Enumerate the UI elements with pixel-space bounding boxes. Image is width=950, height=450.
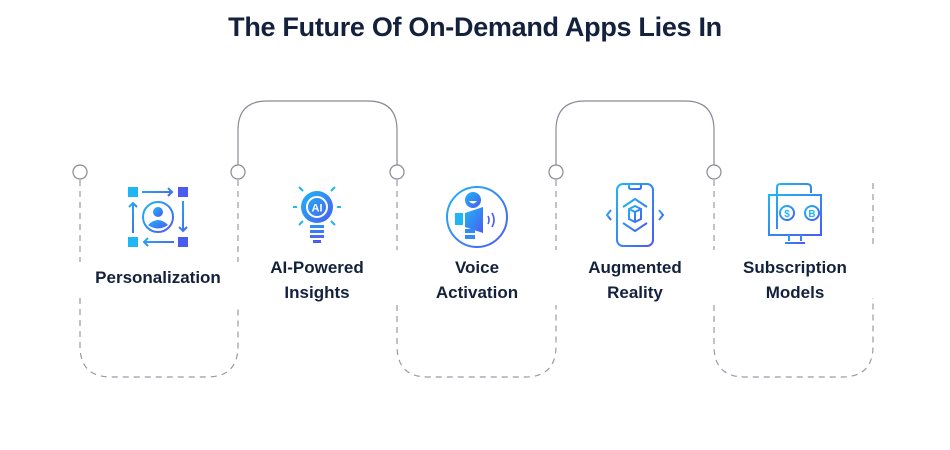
personalization-icon — [126, 185, 190, 249]
item-label-line2: Insights — [284, 283, 350, 302]
item-augmented-reality: Augmented Reality — [560, 183, 710, 305]
ar-phone-cube-icon — [603, 183, 667, 247]
item-label-line1: Augmented — [588, 258, 682, 277]
page-title: The Future Of On-Demand Apps Lies In — [228, 12, 722, 42]
item-label-line1: AI-Powered — [270, 258, 364, 277]
item-personalization: Personalization — [83, 185, 233, 290]
arch-connector — [237, 100, 398, 166]
item-ai-powered-insights: AI AI-Powered Insights — [242, 183, 392, 305]
item-voice-activation: Voice Activation — [402, 185, 552, 305]
item-label-line1: Subscription — [743, 258, 847, 277]
svg-text:B: B — [808, 209, 815, 220]
item-label-line1: Voice — [454, 258, 500, 277]
item-label: Personalization — [95, 268, 221, 287]
svg-text:$: $ — [784, 209, 790, 220]
voice-megaphone-icon — [445, 185, 509, 249]
item-label-line2: Activation — [435, 283, 519, 302]
arch-connector — [555, 100, 715, 166]
item-label-line2: Models — [765, 283, 825, 302]
item-label-line2: Reality — [607, 283, 663, 302]
ai-lightbulb-icon: AI — [285, 183, 349, 247]
item-subscription-models: $ B Subscription Models — [720, 183, 870, 305]
svg-text:AI: AI — [312, 203, 323, 215]
subscription-monitor-icon: $ B — [763, 183, 827, 247]
